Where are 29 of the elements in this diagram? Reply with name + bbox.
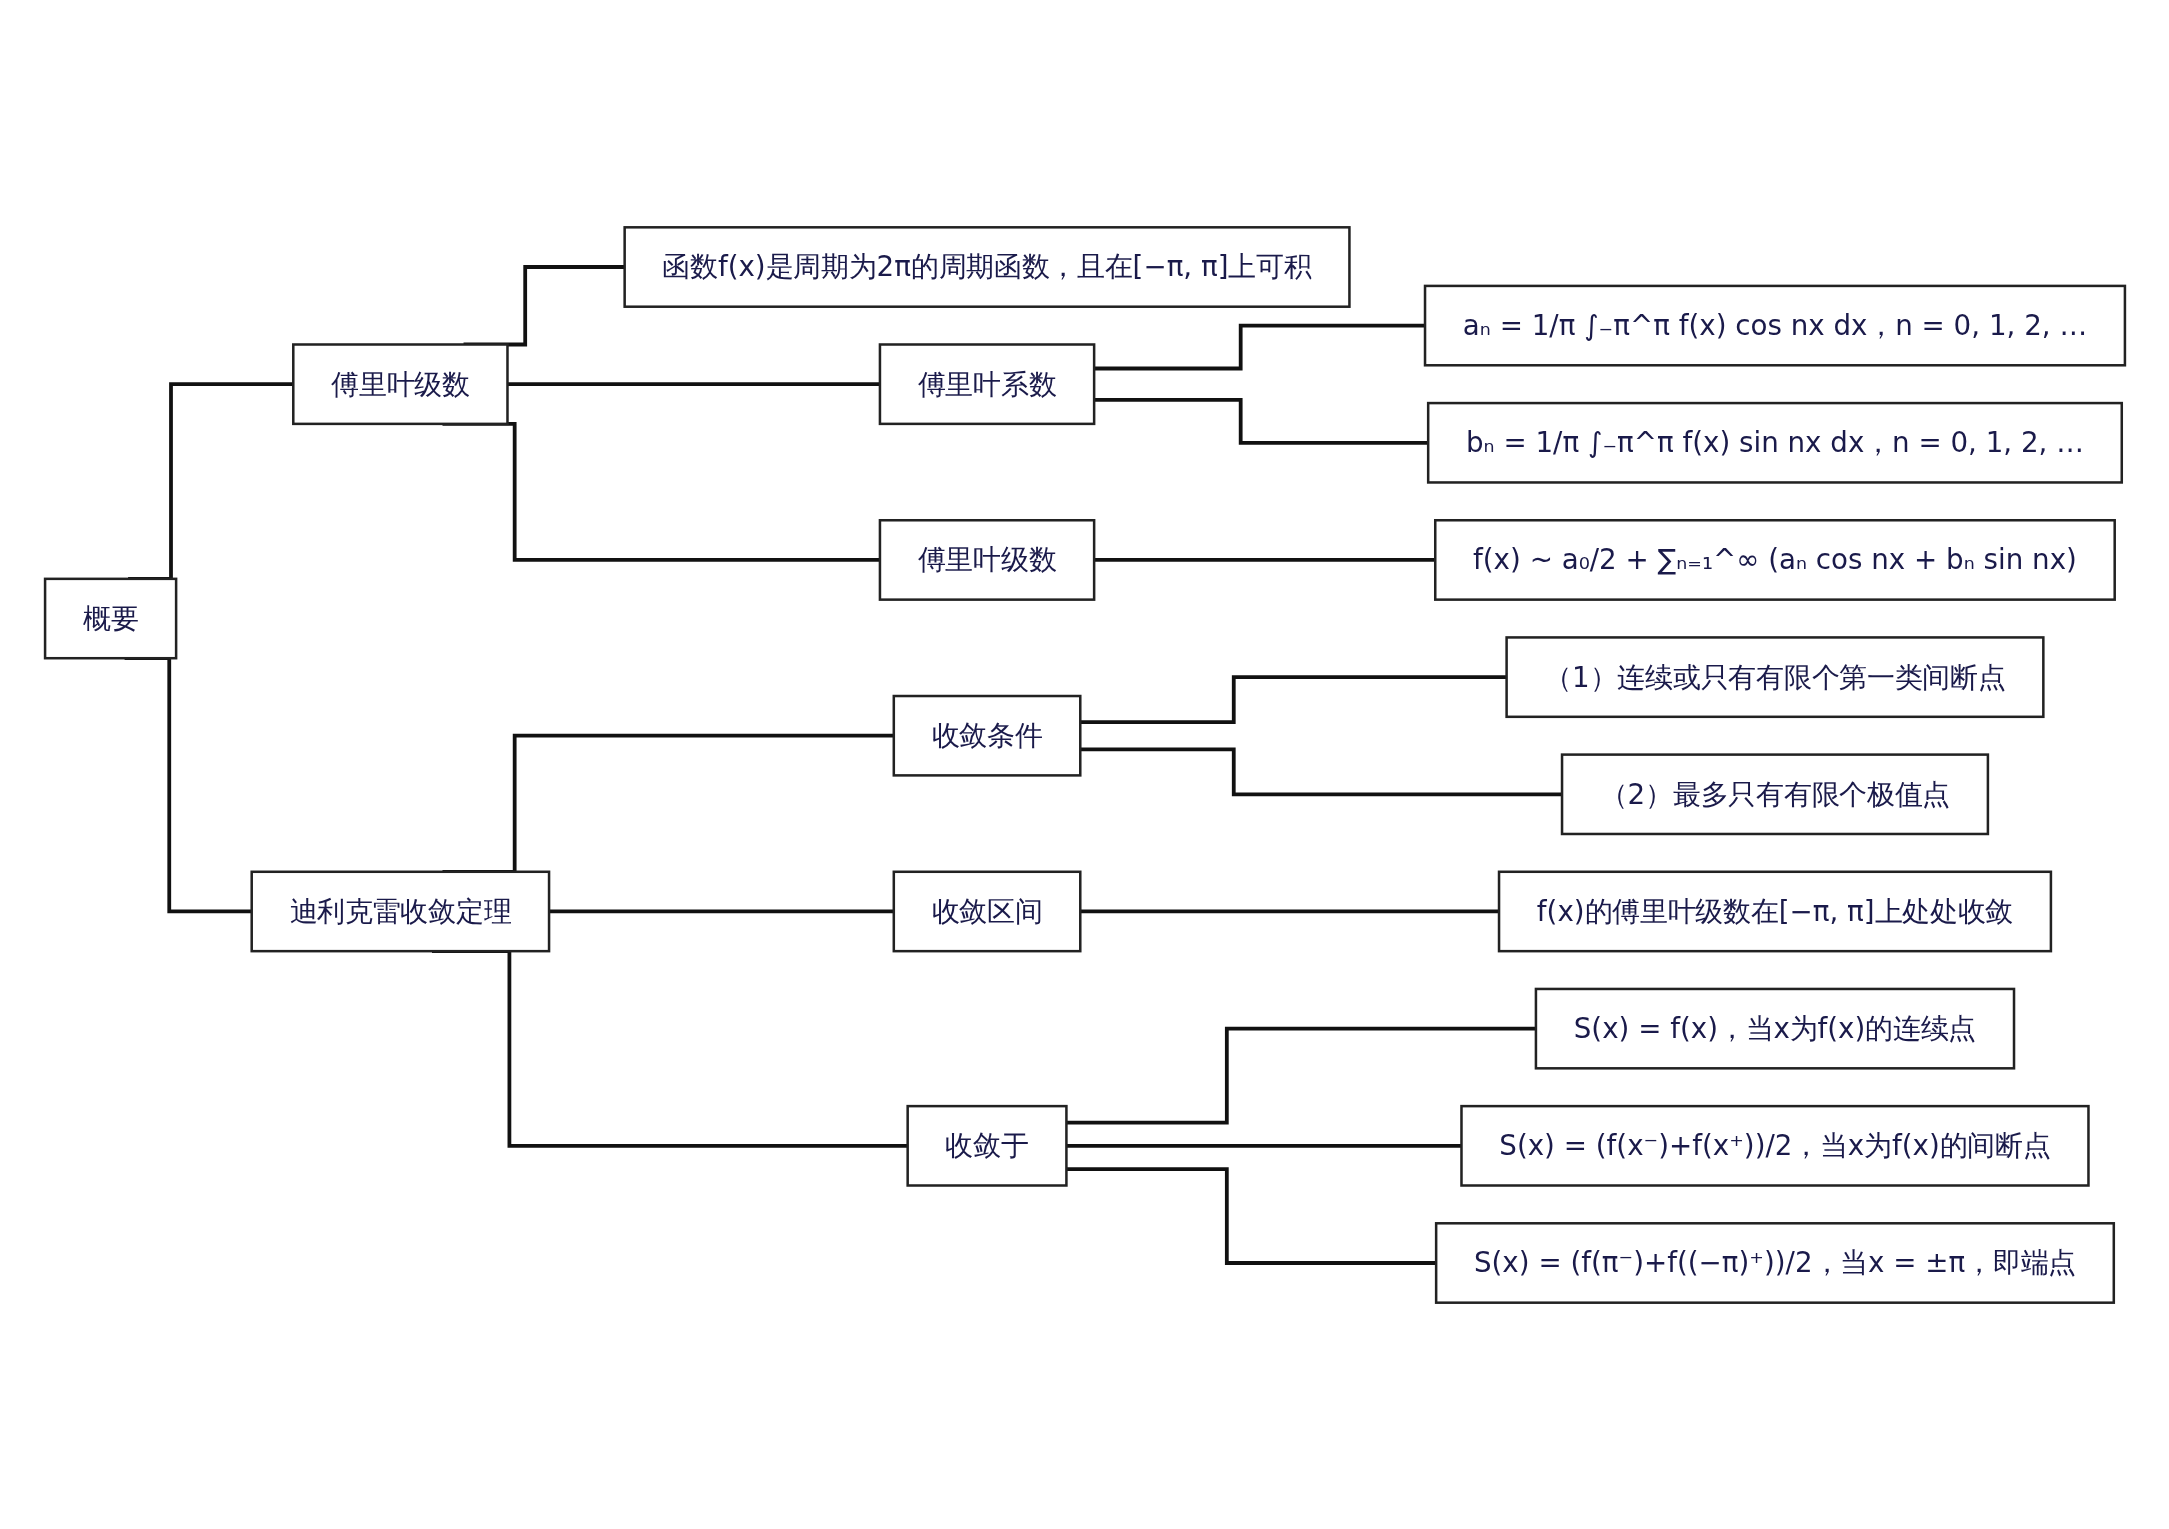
node-box: 傅里叶级数 [878, 518, 1095, 601]
connector [1093, 323, 1425, 370]
node-box: （1）连续或只有有限个第一类间断点 [1504, 635, 2045, 718]
node-box: （2）最多只有有限个极值点 [1560, 752, 1989, 835]
node-box: 傅里叶系数 [878, 342, 1095, 425]
node-box: 概要 [43, 577, 177, 659]
node-box: S(x) = (f(x⁻)+f(x⁺))/2，当x为f(x)的间断点 [1459, 1104, 2090, 1187]
node-box: aₙ = 1/π ∫₋π^π f(x) cos nx dx，n = 0, 1, 2, … [1423, 284, 2126, 367]
node-box: 函数f(x)是周期为2π的周期函数，且在[−π, π]上可积 [622, 225, 1351, 308]
connector [1079, 909, 1499, 913]
connector [1093, 397, 1428, 445]
connector [1079, 746, 1562, 796]
node-box: 收敛区间 [892, 870, 1082, 952]
node-box: 傅里叶级数 [291, 342, 509, 425]
connector [1065, 1143, 1461, 1148]
node-box: 迪利克雷收敛定理 [249, 870, 550, 952]
connector [1065, 1026, 1536, 1124]
connector [1065, 1166, 1436, 1265]
connector [1079, 674, 1507, 724]
connector [507, 381, 880, 386]
node-box: S(x) = (f(π⁻)+f((−π)⁺))/2，当x = ±π，即端点 [1434, 1221, 2115, 1304]
node-box: 收敛条件 [892, 694, 1082, 777]
node-box: f(x) ~ a₀/2 + ∑ₙ₌₁^∞ (aₙ cos nx + bₙ sin nx) [1433, 518, 2116, 601]
node-box: bₙ = 1/π ∫₋π^π f(x) sin nx dx，n = 0, 1, 2, … [1426, 401, 2123, 484]
connector [1093, 557, 1435, 562]
node-box: f(x)的傅里叶级数在[−π, π]上处处收敛 [1497, 870, 2052, 952]
node-box: S(x) = f(x)，当x为f(x)的连续点 [1534, 987, 2015, 1070]
connector [548, 909, 894, 913]
node-box: 收敛于 [905, 1104, 1068, 1187]
